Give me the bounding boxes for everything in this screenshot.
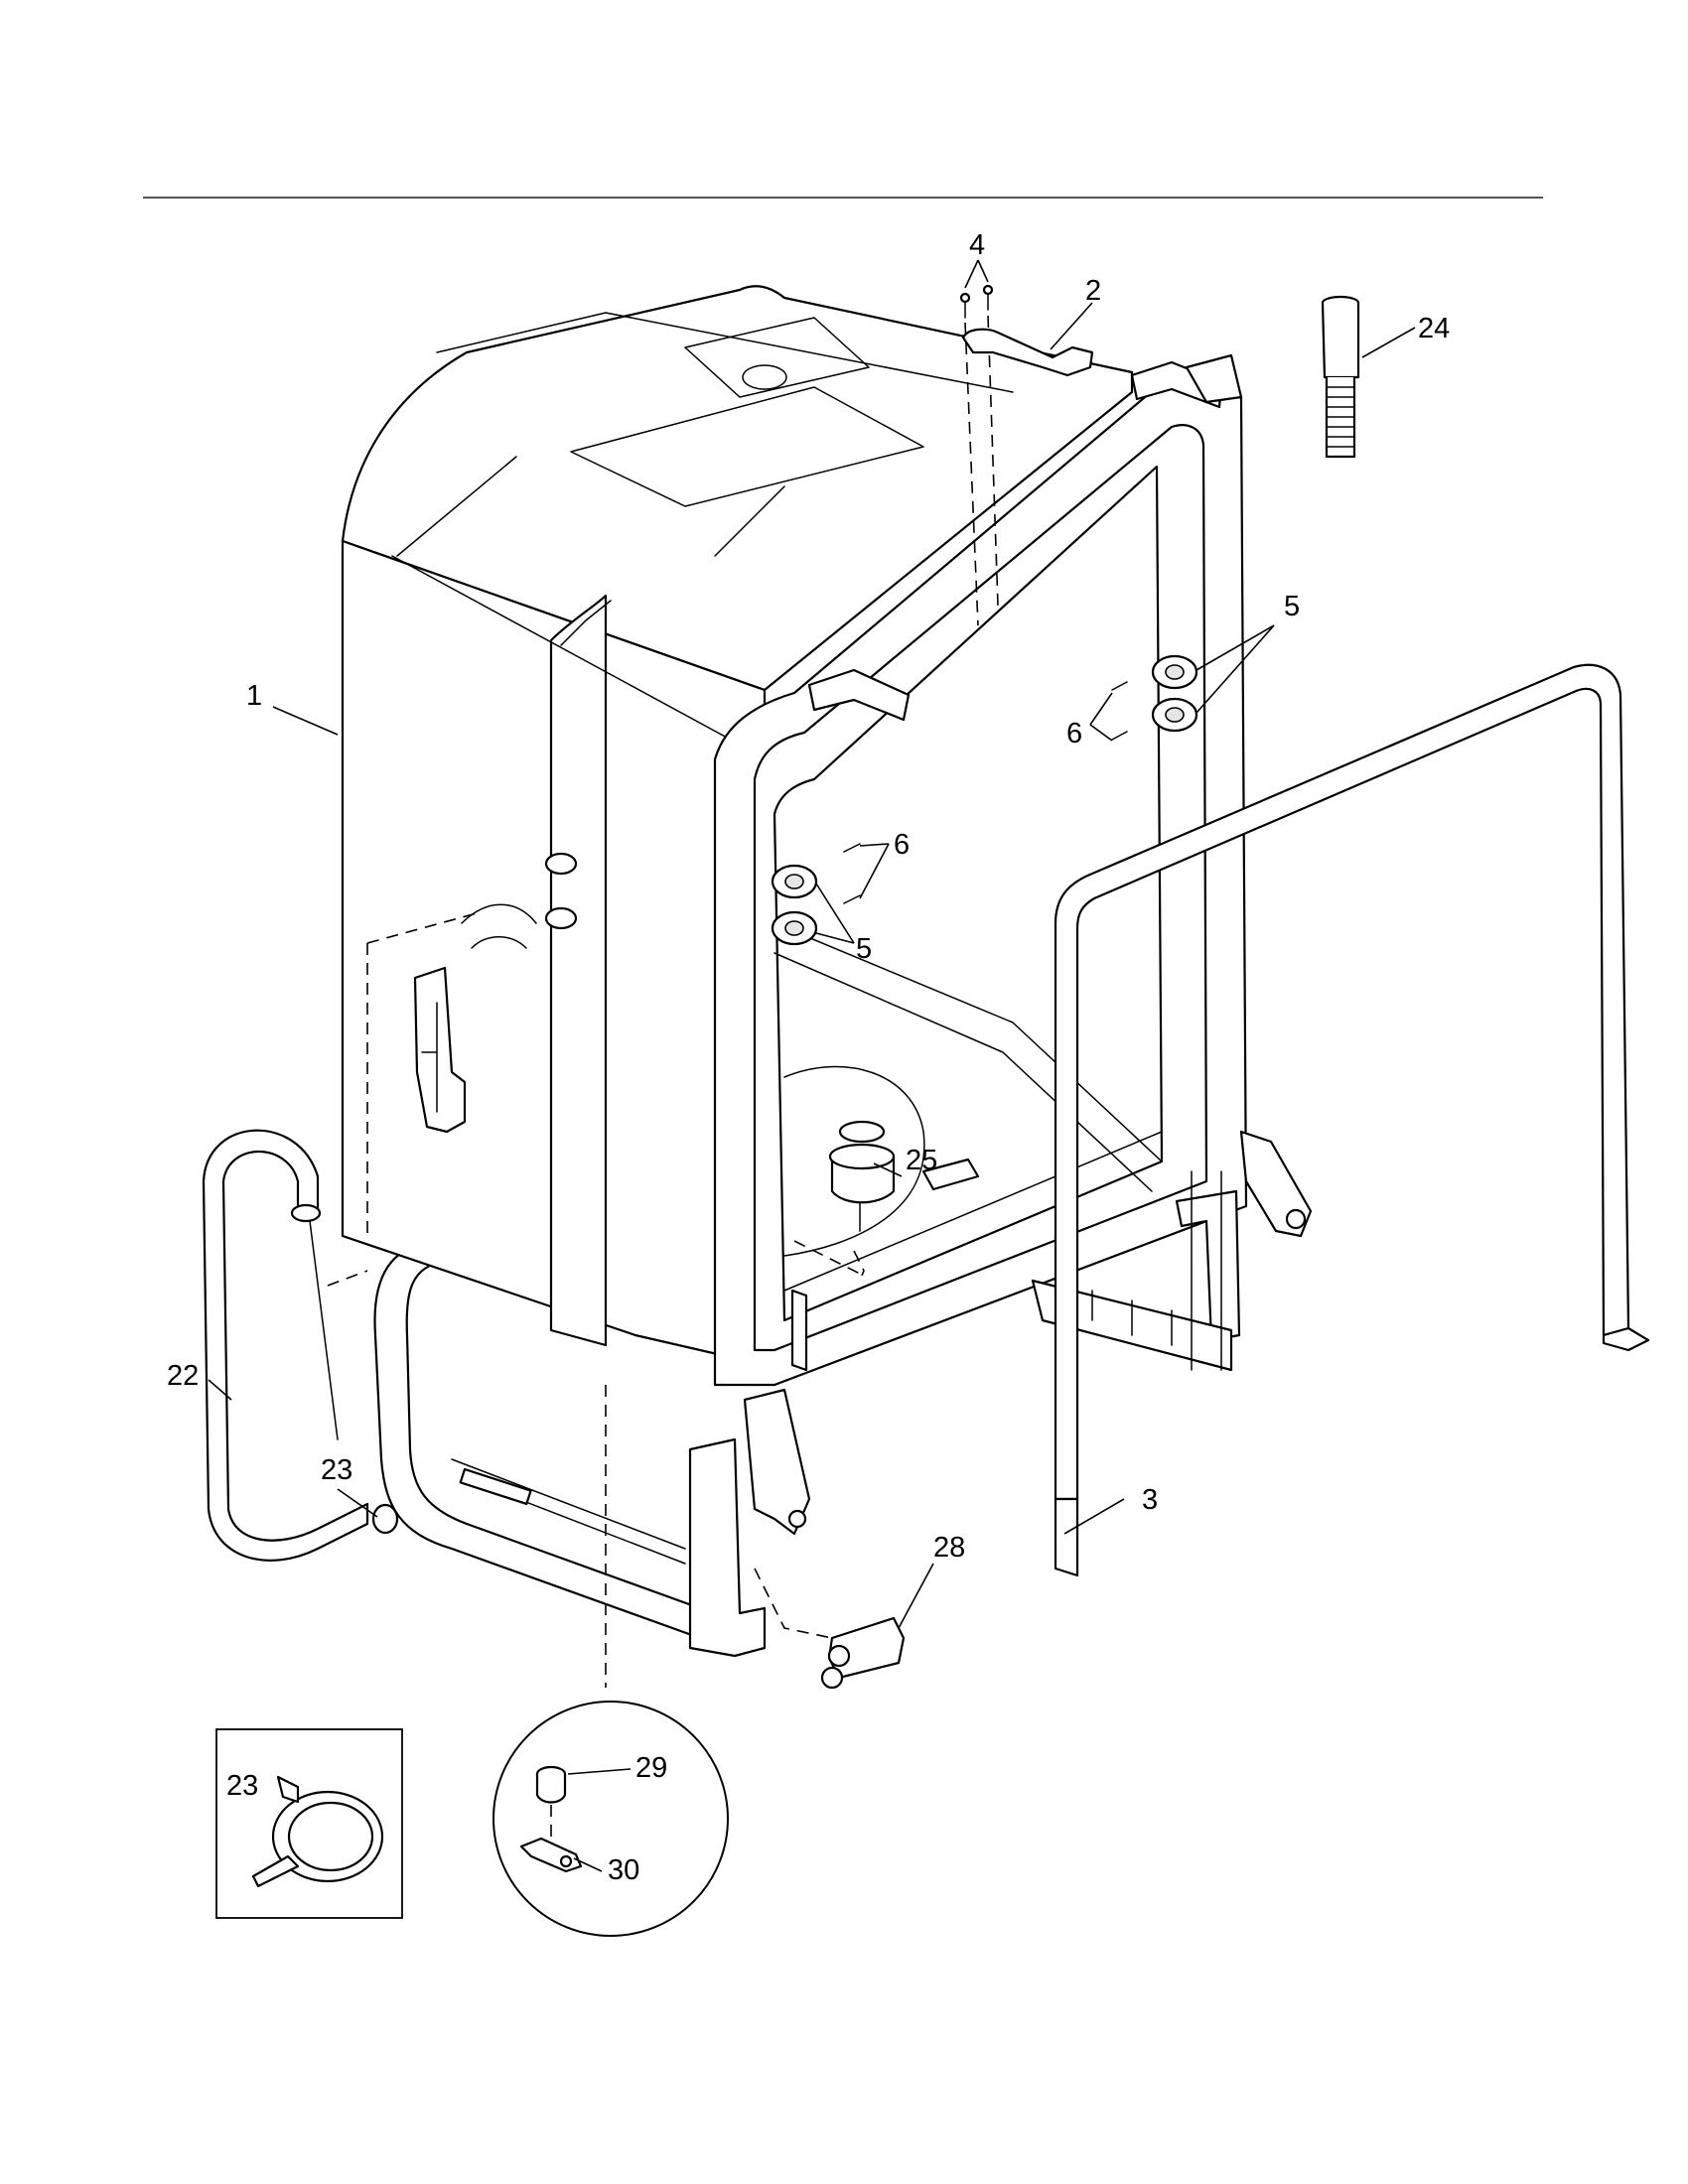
screws-part-4 — [959, 284, 999, 626]
callout-22: 22 — [167, 1360, 199, 1392]
callout-6-lower: 6 — [894, 829, 910, 861]
callout-5-upper: 5 — [1284, 591, 1300, 622]
callout-28: 28 — [933, 1532, 965, 1564]
callout-6-upper: 6 — [1066, 718, 1082, 750]
callout-2: 2 — [1085, 275, 1101, 307]
clamp-part-23 — [290, 1203, 399, 1535]
callout-25: 25 — [906, 1145, 937, 1176]
rollers-part-5 — [771, 654, 1198, 946]
callout-30: 30 — [608, 1854, 639, 1886]
callout-29: 29 — [635, 1752, 667, 1784]
drain-hose-part-22 — [202, 1129, 369, 1562]
callout-4: 4 — [969, 229, 985, 261]
door-gasket-part-3 — [1054, 663, 1650, 1577]
leader-lines — [208, 259, 1416, 1872]
callout-5-lower: 5 — [856, 933, 872, 965]
detail-circle-sensor — [492, 1701, 729, 1937]
callout-3: 3 — [1142, 1484, 1158, 1516]
bracket-part-2 — [961, 328, 1094, 377]
callout-23-hose: 23 — [321, 1454, 352, 1486]
tub-body — [327, 285, 1313, 1688]
detail-box-clamp — [215, 1728, 403, 1919]
switch-part-28 — [754, 1568, 906, 1690]
callout-1: 1 — [246, 680, 262, 712]
float-part-25 — [828, 1120, 980, 1232]
screws-part-6 — [843, 681, 1128, 904]
callout-24: 24 — [1418, 313, 1450, 344]
inlet-hose-part-24 — [1321, 295, 1360, 459]
callout-23-detail: 23 — [226, 1770, 258, 1802]
callout-labels: 1 2 3 4 5 5 6 6 22 23 23 24 25 28 29 30 — [167, 229, 1450, 1886]
